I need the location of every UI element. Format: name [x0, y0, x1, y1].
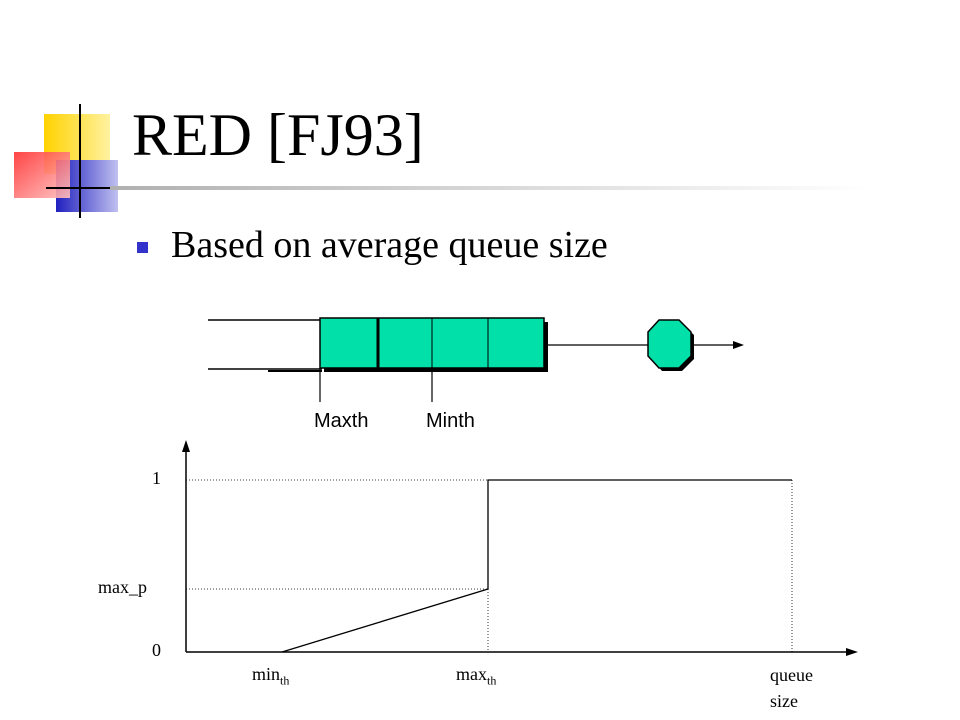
y-label-max-p: max_p	[98, 577, 147, 597]
y-label-zero: 0	[152, 640, 161, 660]
drop-probability-curve	[281, 479, 792, 653]
x-label-queue-line1: queue	[770, 665, 813, 685]
title-underline-rule	[110, 186, 870, 190]
square-bullet-icon	[137, 242, 148, 253]
exit-arrow-head	[733, 341, 744, 349]
x-label-queue-size: queue size	[770, 662, 813, 714]
y-label-one: 1	[152, 468, 161, 488]
x-label-queue-line2: size	[770, 691, 798, 711]
x-axis-arrowhead	[846, 648, 858, 656]
y-axis-arrowhead	[182, 440, 190, 452]
x-label-min-sub: th	[280, 673, 290, 688]
accent-red-square	[14, 152, 70, 198]
x-label-max-th: maxth	[456, 664, 496, 689]
x-label-min-main: min	[252, 664, 281, 684]
slide-title: RED [FJ93]	[132, 102, 424, 168]
x-label-min-th: minth	[252, 664, 289, 689]
x-label-max-sub: th	[487, 673, 497, 688]
minth-label: Minth	[426, 410, 475, 432]
x-label-max-main: max	[456, 664, 487, 684]
server-octagon	[647, 319, 692, 369]
bullet-text: Based on average queue size	[171, 224, 608, 266]
maxth-label: Maxth	[314, 410, 369, 432]
